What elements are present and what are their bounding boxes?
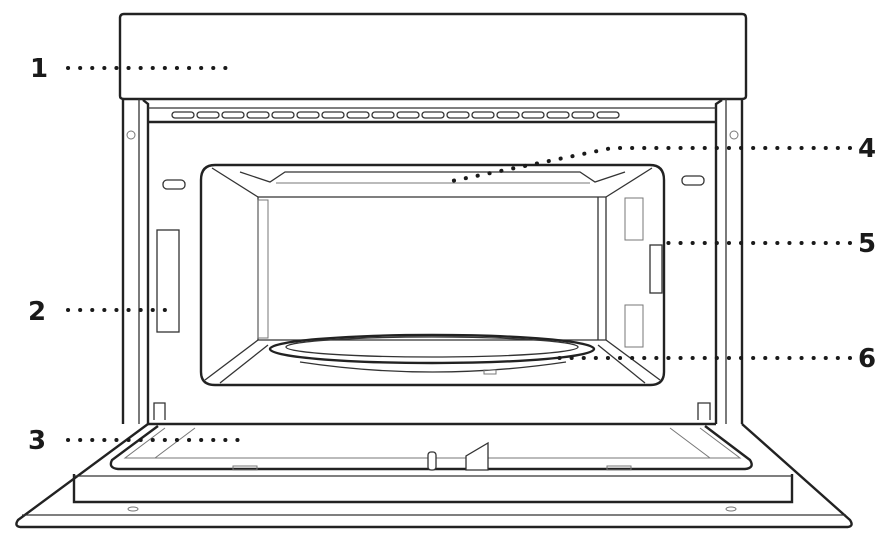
- vent-slot: [346, 111, 370, 119]
- vent-slot: [371, 111, 395, 119]
- vent-slot: [221, 111, 245, 119]
- vent-slot: [321, 111, 345, 119]
- door-latch-slot: [156, 229, 180, 333]
- vent-slot: [196, 111, 220, 119]
- turntable: [268, 333, 596, 375]
- svg-text:6: 6: [858, 344, 876, 374]
- vent-slot: [396, 111, 420, 119]
- oven-door: [15, 422, 853, 529]
- callouts: 1 2 3 4 5 6: [28, 54, 876, 456]
- callout-5: 5: [662, 229, 876, 259]
- vent-slot: [246, 111, 270, 119]
- callout-2: 2: [28, 297, 168, 327]
- svg-text:3: 3: [28, 426, 46, 456]
- callout-6: 6: [546, 344, 876, 374]
- vent-slot: [521, 111, 545, 119]
- screw-icon: [126, 130, 136, 140]
- vent-slot: [471, 111, 495, 119]
- svg-text:1: 1: [30, 54, 48, 84]
- vent-slot: [546, 111, 570, 119]
- vent-slot: [271, 111, 295, 119]
- door-hook: [427, 451, 437, 471]
- oven-cavity: [199, 163, 666, 387]
- right-wall: [681, 175, 705, 186]
- svg-text:2: 2: [28, 297, 46, 327]
- vent-grille: [148, 107, 716, 124]
- vent-slot: [296, 111, 320, 119]
- vent-slot: [171, 111, 195, 119]
- vent-slot: [596, 111, 620, 119]
- callout-1: 1: [30, 54, 238, 84]
- svg-text:4: 4: [858, 134, 876, 164]
- vent-slot: [421, 111, 445, 119]
- waveguide-cover: [649, 244, 663, 294]
- door-stops: [153, 402, 711, 420]
- vent-slot: [571, 111, 595, 119]
- callout-4: 4: [450, 134, 876, 183]
- left-wall: [156, 179, 186, 333]
- callout-3: 3: [28, 426, 248, 456]
- control-panel: [118, 12, 748, 101]
- screw-icon: [729, 130, 739, 140]
- svg-text:5: 5: [858, 229, 876, 259]
- door-latch: [465, 441, 489, 471]
- oven-frame: [121, 99, 744, 424]
- vent-slot: [496, 111, 520, 119]
- vent-slot: [446, 111, 470, 119]
